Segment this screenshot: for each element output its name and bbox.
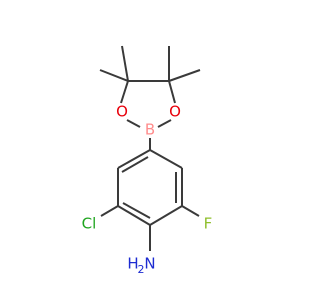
bonds-group xyxy=(99,45,201,251)
atom-o-right: O xyxy=(169,103,181,121)
bond-ring-3-inner xyxy=(122,202,151,219)
molecule-structure-diagram: O O B Cl F N H 2 xyxy=(82,45,213,277)
bond-ring-1 xyxy=(117,149,151,169)
atom-labels-group: O O B Cl F N H 2 xyxy=(82,103,213,277)
bond-c-o-right xyxy=(168,80,176,104)
atom-boron: B xyxy=(145,121,155,139)
atom-nitrogen: N xyxy=(144,255,155,273)
bond-c-f xyxy=(181,205,200,217)
bond-c-o-left xyxy=(120,80,129,104)
bond-o-b-right xyxy=(157,119,172,128)
atom-chlorine: Cl xyxy=(82,215,97,233)
atom-o-left: O xyxy=(116,103,128,121)
bond-c-cl xyxy=(100,205,119,217)
atom-fluorine: F xyxy=(204,215,213,233)
bond-methyl-2 xyxy=(121,45,129,82)
bond-ring-6 xyxy=(149,149,183,169)
hydrogen-count-subscript: 2 xyxy=(138,263,145,276)
bond-ring-1-inner xyxy=(121,156,149,173)
bond-methyl-4 xyxy=(168,69,201,82)
atom-hydrogen: H xyxy=(127,255,138,273)
bond-ring-3 xyxy=(117,205,151,226)
bond-methyl-1 xyxy=(99,69,129,82)
bond-ring-4 xyxy=(149,205,183,226)
bond-o-b-left xyxy=(126,119,141,128)
